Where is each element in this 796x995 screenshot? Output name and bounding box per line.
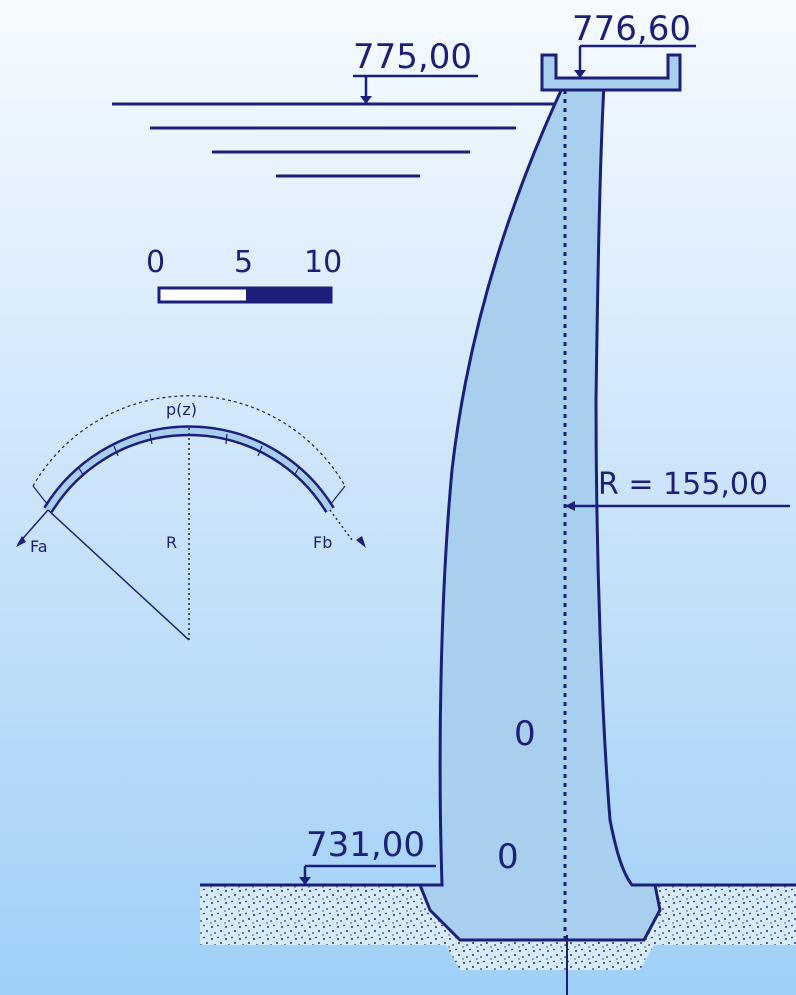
crest-level-label: 776,60	[572, 9, 691, 49]
scale-bar: 0 5 10	[146, 245, 342, 304]
water-level-marker: 775,00	[353, 37, 478, 104]
arch-inset: p(z) R Fa Fb	[16, 395, 366, 641]
foundation-level-label: 731,00	[306, 825, 425, 865]
scale-tick-5: 5	[234, 245, 253, 280]
foundation-level-marker: 731,00	[299, 825, 436, 885]
pressure-label: p(z)	[166, 400, 197, 419]
water-level-label: 775,00	[353, 37, 472, 77]
force-b-label: Fb	[313, 533, 332, 552]
force-a-label: Fa	[30, 537, 48, 556]
gallery-lower-label: 0	[497, 837, 519, 877]
water-surface-lines	[112, 102, 565, 178]
gallery-upper-label: 0	[514, 714, 536, 754]
dam-body	[417, 53, 682, 995]
scale-tick-10: 10	[304, 245, 342, 280]
arch-radius-label: R	[166, 533, 177, 552]
scale-tick-0: 0	[146, 245, 165, 280]
radius-label: R = 155,00	[598, 467, 768, 502]
radius-marker: R = 155,00	[565, 467, 790, 511]
gallery-openings: 0 0	[497, 714, 536, 877]
crest-level-marker: 776,60	[572, 9, 696, 78]
